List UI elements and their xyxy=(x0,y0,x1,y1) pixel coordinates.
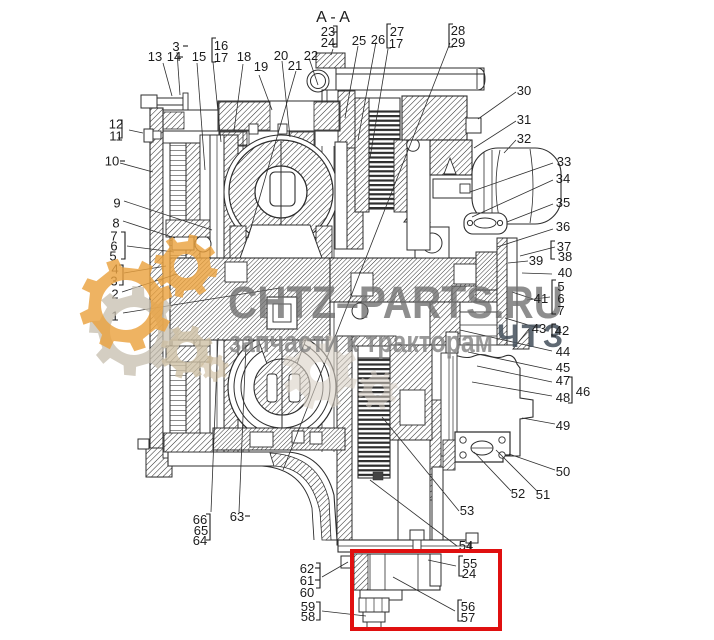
svg-text:33: 33 xyxy=(557,154,571,169)
svg-text:6: 6 xyxy=(557,291,564,306)
svg-text:22: 22 xyxy=(304,48,318,63)
svg-text:39: 39 xyxy=(529,253,543,268)
svg-text:36: 36 xyxy=(556,219,570,234)
svg-text:15: 15 xyxy=(192,49,206,64)
svg-text:10: 10 xyxy=(105,154,119,169)
svg-text:2: 2 xyxy=(111,287,118,302)
svg-text:60: 60 xyxy=(300,585,314,600)
svg-text:16: 16 xyxy=(214,38,228,53)
svg-text:43: 43 xyxy=(532,321,546,336)
svg-text:63: 63 xyxy=(230,509,244,524)
svg-text:5: 5 xyxy=(557,279,564,294)
svg-text:64: 64 xyxy=(193,533,207,548)
svg-text:52: 52 xyxy=(511,486,525,501)
svg-text:27: 27 xyxy=(390,24,404,39)
svg-text:44: 44 xyxy=(556,344,570,359)
svg-text:30: 30 xyxy=(517,83,531,98)
svg-text:12: 12 xyxy=(109,117,123,132)
svg-text:23: 23 xyxy=(321,24,335,39)
svg-text:61: 61 xyxy=(300,573,314,588)
svg-text:58: 58 xyxy=(301,609,315,624)
svg-text:59: 59 xyxy=(301,599,315,614)
svg-text:45: 45 xyxy=(556,360,570,375)
svg-text:42: 42 xyxy=(555,323,569,338)
svg-text:26: 26 xyxy=(371,32,385,47)
svg-text:29: 29 xyxy=(451,35,465,50)
svg-text:21: 21 xyxy=(288,58,302,73)
svg-text:49: 49 xyxy=(556,418,570,433)
svg-text:57: 57 xyxy=(461,610,475,625)
svg-text:8: 8 xyxy=(112,216,119,231)
svg-text:65: 65 xyxy=(194,523,208,538)
svg-text:24: 24 xyxy=(462,566,476,581)
svg-text:37: 37 xyxy=(557,239,571,254)
svg-text:13: 13 xyxy=(148,49,162,64)
svg-text:запчасти к тракторам: запчасти к тракторам xyxy=(229,324,493,359)
svg-text:14: 14 xyxy=(167,49,181,64)
svg-text:7: 7 xyxy=(557,303,564,318)
svg-text:19: 19 xyxy=(254,59,268,74)
svg-text:51: 51 xyxy=(536,487,550,502)
svg-text:11: 11 xyxy=(109,129,123,144)
svg-text:34: 34 xyxy=(556,171,570,186)
svg-text:46: 46 xyxy=(576,384,590,399)
svg-text:41: 41 xyxy=(534,291,548,306)
svg-text:62: 62 xyxy=(300,561,314,576)
svg-text:48: 48 xyxy=(556,390,570,405)
svg-text:17: 17 xyxy=(389,36,403,51)
svg-text:7: 7 xyxy=(110,229,117,244)
svg-text:55: 55 xyxy=(463,556,477,571)
svg-text:CHTZ–PARTS.RU: CHTZ–PARTS.RU xyxy=(228,277,563,328)
svg-text:24: 24 xyxy=(321,35,335,50)
svg-text:28: 28 xyxy=(451,23,465,38)
svg-text:31: 31 xyxy=(517,112,531,127)
svg-text:3: 3 xyxy=(172,39,179,54)
svg-text:35: 35 xyxy=(556,195,570,210)
svg-text:66: 66 xyxy=(193,512,207,527)
svg-text:40: 40 xyxy=(558,265,572,280)
svg-text:17: 17 xyxy=(214,50,228,65)
svg-text:47: 47 xyxy=(556,373,570,388)
svg-text:20: 20 xyxy=(274,48,288,63)
svg-text:9: 9 xyxy=(113,196,120,211)
svg-text:53: 53 xyxy=(460,503,474,518)
svg-text:6: 6 xyxy=(110,239,117,254)
svg-text:18: 18 xyxy=(237,49,251,64)
svg-text:A - A: A - A xyxy=(316,9,350,26)
svg-text:25: 25 xyxy=(352,33,366,48)
svg-text:56: 56 xyxy=(461,599,475,614)
svg-text:32: 32 xyxy=(517,131,531,146)
svg-text:50: 50 xyxy=(556,464,570,479)
svg-text:5: 5 xyxy=(109,249,116,264)
svg-text:38: 38 xyxy=(558,249,572,264)
